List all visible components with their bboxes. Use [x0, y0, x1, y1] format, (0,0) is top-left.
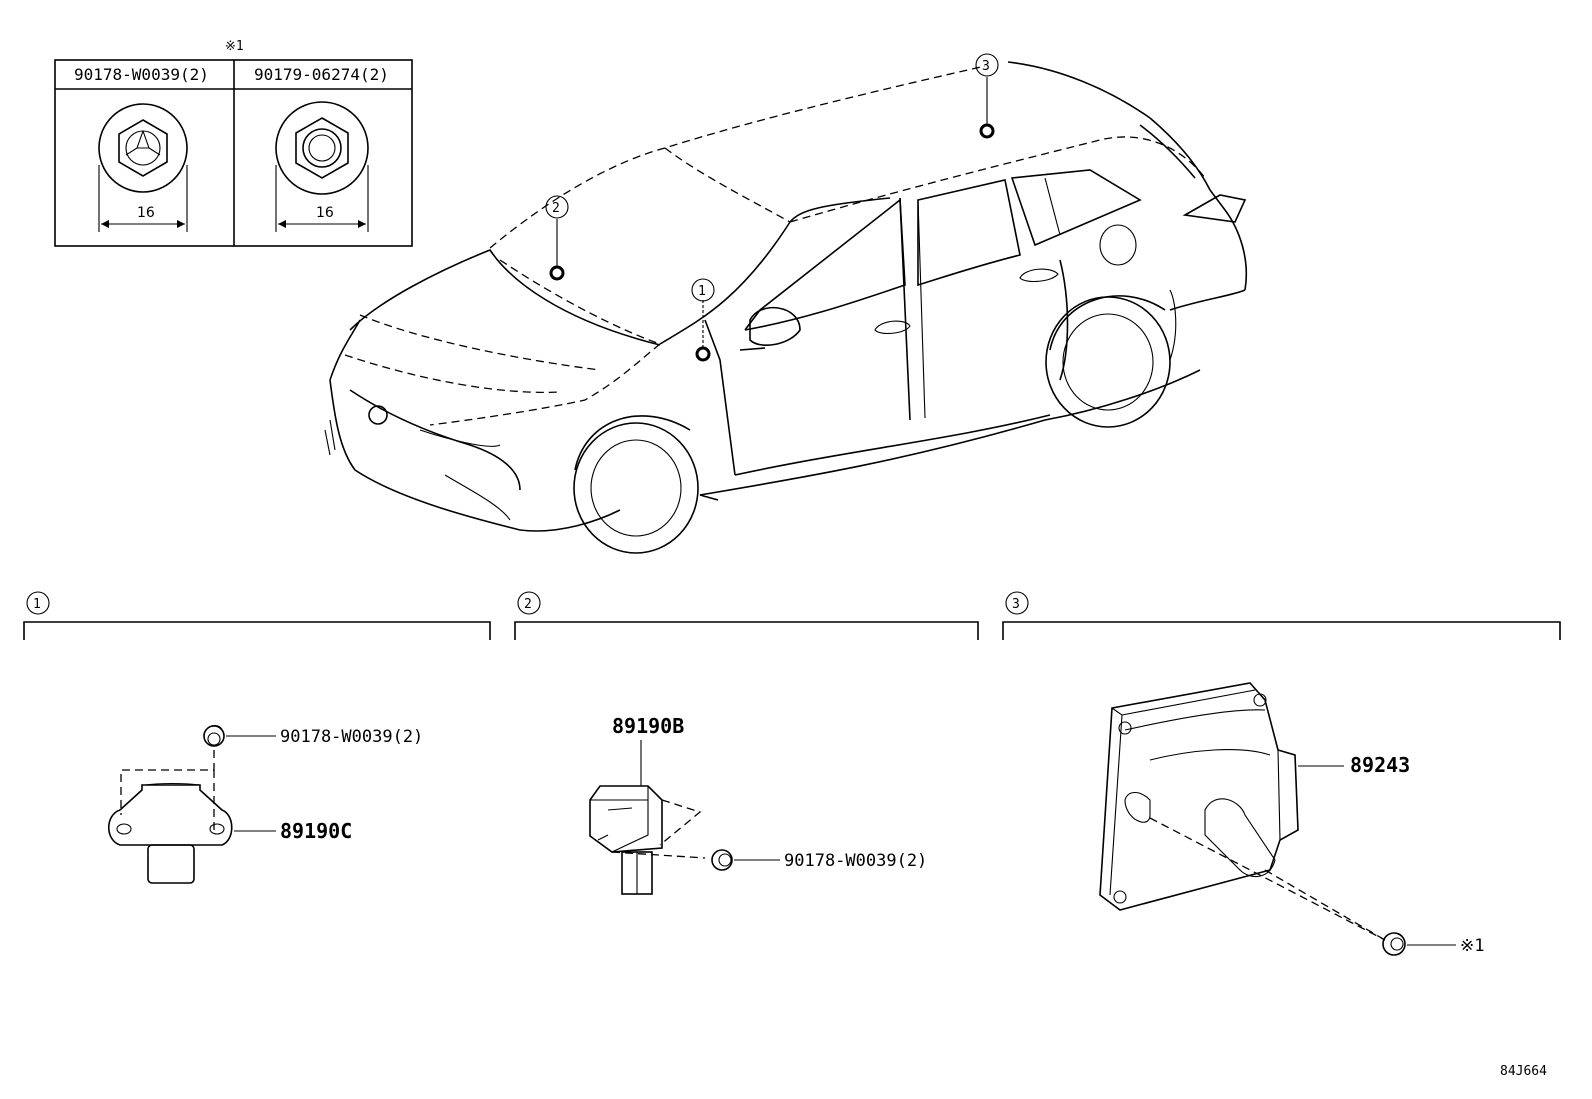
airbag-sensor-icon: [589, 785, 663, 895]
section-3-number: 3: [1012, 597, 1020, 612]
location-marker-2: [549, 265, 565, 281]
section-1-bolt-label: 90178-W0039(2): [280, 727, 423, 747]
vehicle-illustration: 1 2 3: [324, 53, 1248, 554]
section-2-number: 2: [524, 597, 532, 612]
section-1-parts: 90178-W0039(2) 89190C: [107, 724, 423, 884]
acceleration-sensor-icon: [107, 782, 233, 884]
section-2-sensor-label: 89190B: [612, 714, 684, 738]
nut-icon: [1382, 932, 1406, 956]
section-brackets: 1 2 3: [23, 591, 1561, 640]
table-col1-dim: 16: [137, 205, 155, 221]
table-col2-part: 90179-06274(2): [254, 65, 389, 84]
section-3-parts: 89243 ※1: [1099, 682, 1484, 956]
section-3-module-label: 89243: [1350, 753, 1410, 777]
section-1-sensor-label: 89190C: [280, 819, 352, 843]
table-col1-part: 90178-W0039(2): [74, 65, 209, 84]
bolt-icon: [203, 724, 225, 747]
section-1-number: 1: [33, 597, 41, 612]
callout-2-number: 2: [552, 201, 560, 216]
airbag-control-module-icon: [1099, 682, 1299, 911]
flange-nut-icon: [275, 101, 369, 232]
table-note-mark: ※1: [225, 39, 244, 54]
section-2-parts: 89190B 90178-W0039(2): [589, 714, 927, 895]
section-2-bolt-label: 90178-W0039(2): [784, 851, 927, 871]
location-marker-3: [979, 123, 995, 139]
callout-3-number: 3: [982, 59, 990, 74]
bolt-icon: [711, 849, 733, 871]
section-3-nut-label: ※1: [1460, 936, 1484, 956]
callout-1-number: 1: [698, 284, 706, 299]
hardware-table: ※1 90178-W0039(2) 90179-06274(2) 16: [54, 39, 413, 247]
diagram-code: 84J664: [1500, 1064, 1547, 1079]
location-marker-1: [695, 346, 711, 362]
flange-bolt-icon: [98, 103, 188, 232]
table-col2-dim: 16: [316, 205, 334, 221]
